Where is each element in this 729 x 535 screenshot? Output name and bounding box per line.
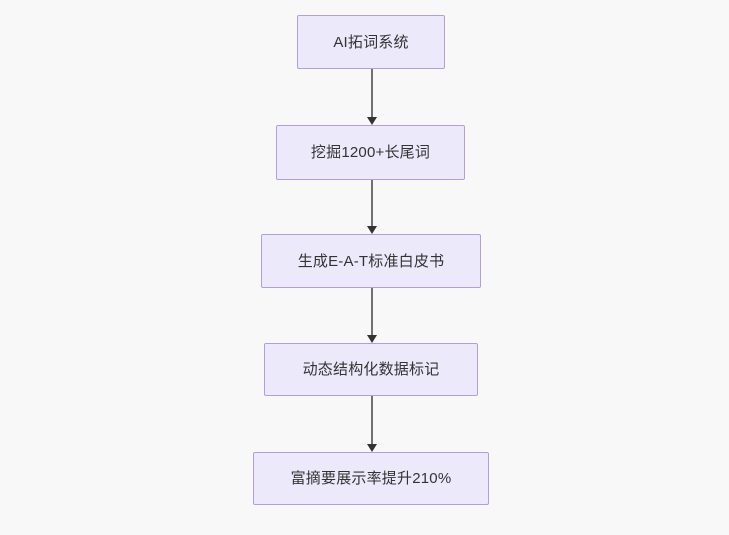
arrowhead-icon [367, 117, 377, 125]
flow-node-label: 富摘要展示率提升210% [290, 470, 452, 487]
arrowhead-icon [367, 335, 377, 343]
flow-node-label: 生成E-A-T标准白皮书 [297, 252, 445, 270]
flow-node-label: 挖掘1200+长尾词 [310, 144, 431, 161]
flow-edge [367, 396, 377, 452]
arrowhead-icon [367, 226, 377, 234]
flow-edge [367, 69, 377, 125]
edge-line [371, 288, 373, 336]
flow-node-mine-longtail-keywords[interactable]: 挖掘1200+长尾词 [276, 125, 465, 180]
flow-node-dynamic-structured-data-markup[interactable]: 动态结构化数据标记 [264, 343, 478, 396]
flow-node-label: 动态结构化数据标记 [302, 361, 440, 378]
edge-line [371, 180, 373, 227]
arrowhead-icon [367, 444, 377, 452]
flow-edge [367, 180, 377, 234]
edge-line [371, 396, 373, 445]
flow-node-label: AI拓词系统 [333, 33, 409, 51]
flow-edge [367, 288, 377, 343]
edge-line [371, 69, 373, 118]
flow-node-ai-keyword-system[interactable]: AI拓词系统 [297, 15, 445, 69]
flow-node-rich-snippet-impression-uplift[interactable]: 富摘要展示率提升210% [253, 452, 489, 505]
flow-node-generate-eat-whitepaper[interactable]: 生成E-A-T标准白皮书 [261, 234, 481, 288]
